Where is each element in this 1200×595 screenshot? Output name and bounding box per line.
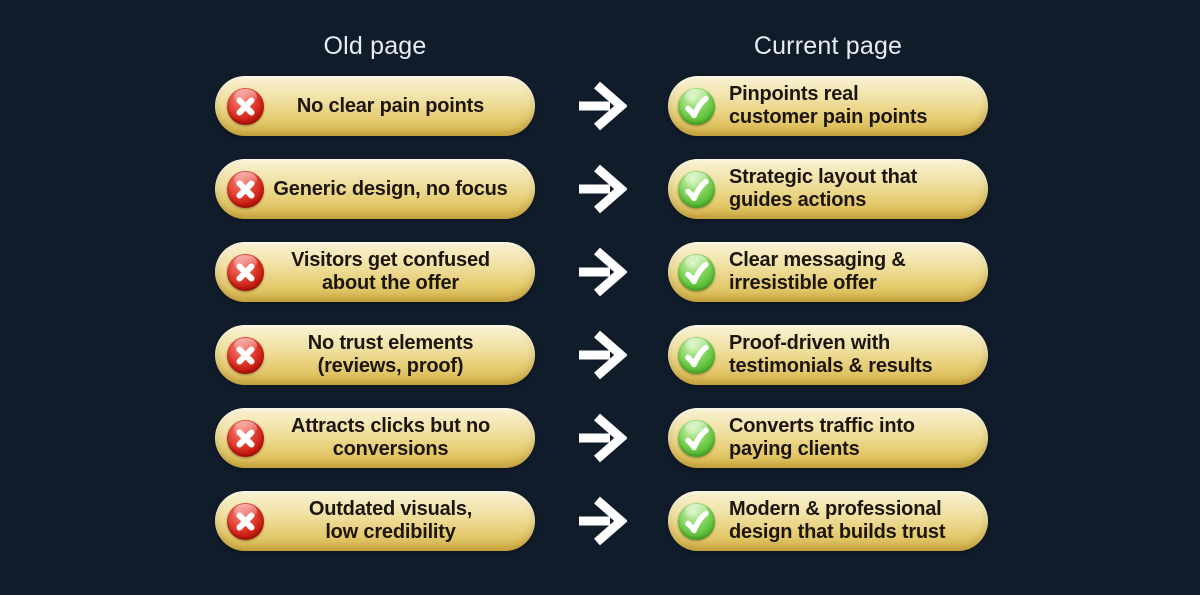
x-circle-icon: [227, 419, 264, 457]
right-arrow-icon: [535, 408, 668, 468]
current-page-item: Proof-driven with testimonials & results: [668, 325, 988, 385]
old-item-text: No clear pain points: [296, 94, 485, 117]
right-arrow-icon: [535, 76, 668, 136]
check-circle-icon: [678, 87, 715, 125]
comparison-row: Attracts clicks but no conversions Conve…: [215, 408, 988, 468]
old-item-text: Attracts clicks but no conversions: [291, 415, 490, 460]
current-page-item: Modern & professional design that builds…: [668, 491, 988, 551]
right-arrow-icon: [535, 325, 668, 385]
current-page-item: Pinpoints real customer pain points: [668, 76, 988, 136]
x-circle-icon: [227, 502, 264, 540]
current-item-text: Converts traffic into paying clients: [729, 415, 915, 460]
right-arrow-icon: [535, 242, 668, 302]
x-circle-icon: [227, 170, 264, 208]
current-page-item: Converts traffic into paying clients: [668, 408, 988, 468]
old-item-text: Outdated visuals, low credibility: [308, 498, 473, 543]
comparison-row: Visitors get confused about the offer Cl…: [215, 242, 988, 302]
current-item-text: Modern & professional design that builds…: [729, 498, 946, 543]
right-arrow-icon: [535, 159, 668, 219]
x-circle-icon: [227, 87, 264, 125]
comparison-row: Generic design, no focus Strategic layou…: [215, 159, 988, 219]
comparison-rows: No clear pain points Pinpoints real cust…: [215, 76, 988, 574]
old-page-item: No clear pain points: [215, 76, 535, 136]
x-circle-icon: [227, 253, 264, 291]
old-page-item: Visitors get confused about the offer: [215, 242, 535, 302]
comparison-row: No trust elements (reviews, proof) Proof…: [215, 325, 988, 385]
check-circle-icon: [678, 170, 715, 208]
x-circle-icon: [227, 336, 264, 374]
current-page-column-title: Current page: [753, 32, 903, 60]
check-circle-icon: [678, 419, 715, 457]
current-item-text: Strategic layout that guides actions: [729, 166, 918, 211]
current-item-text: Proof-driven with testimonials & results: [729, 332, 933, 377]
right-arrow-icon: [535, 491, 668, 551]
old-item-text: No trust elements (reviews, proof): [307, 332, 474, 377]
comparison-row: Outdated visuals, low credibility Modern…: [215, 491, 988, 551]
old-item-text: Visitors get confused about the offer: [291, 249, 490, 294]
check-circle-icon: [678, 253, 715, 291]
old-page-item: Attracts clicks but no conversions: [215, 408, 535, 468]
old-page-column-title: Old page: [323, 32, 427, 60]
old-item-text: Generic design, no focus: [273, 177, 508, 200]
old-page-item: Generic design, no focus: [215, 159, 535, 219]
current-item-text: Pinpoints real customer pain points: [729, 83, 928, 128]
comparison-row: No clear pain points Pinpoints real cust…: [215, 76, 988, 136]
old-page-item: Outdated visuals, low credibility: [215, 491, 535, 551]
current-item-text: Clear messaging & irresistible offer: [729, 249, 906, 294]
check-circle-icon: [678, 502, 715, 540]
current-page-item: Clear messaging & irresistible offer: [668, 242, 988, 302]
current-page-item: Strategic layout that guides actions: [668, 159, 988, 219]
old-page-item: No trust elements (reviews, proof): [215, 325, 535, 385]
check-circle-icon: [678, 336, 715, 374]
